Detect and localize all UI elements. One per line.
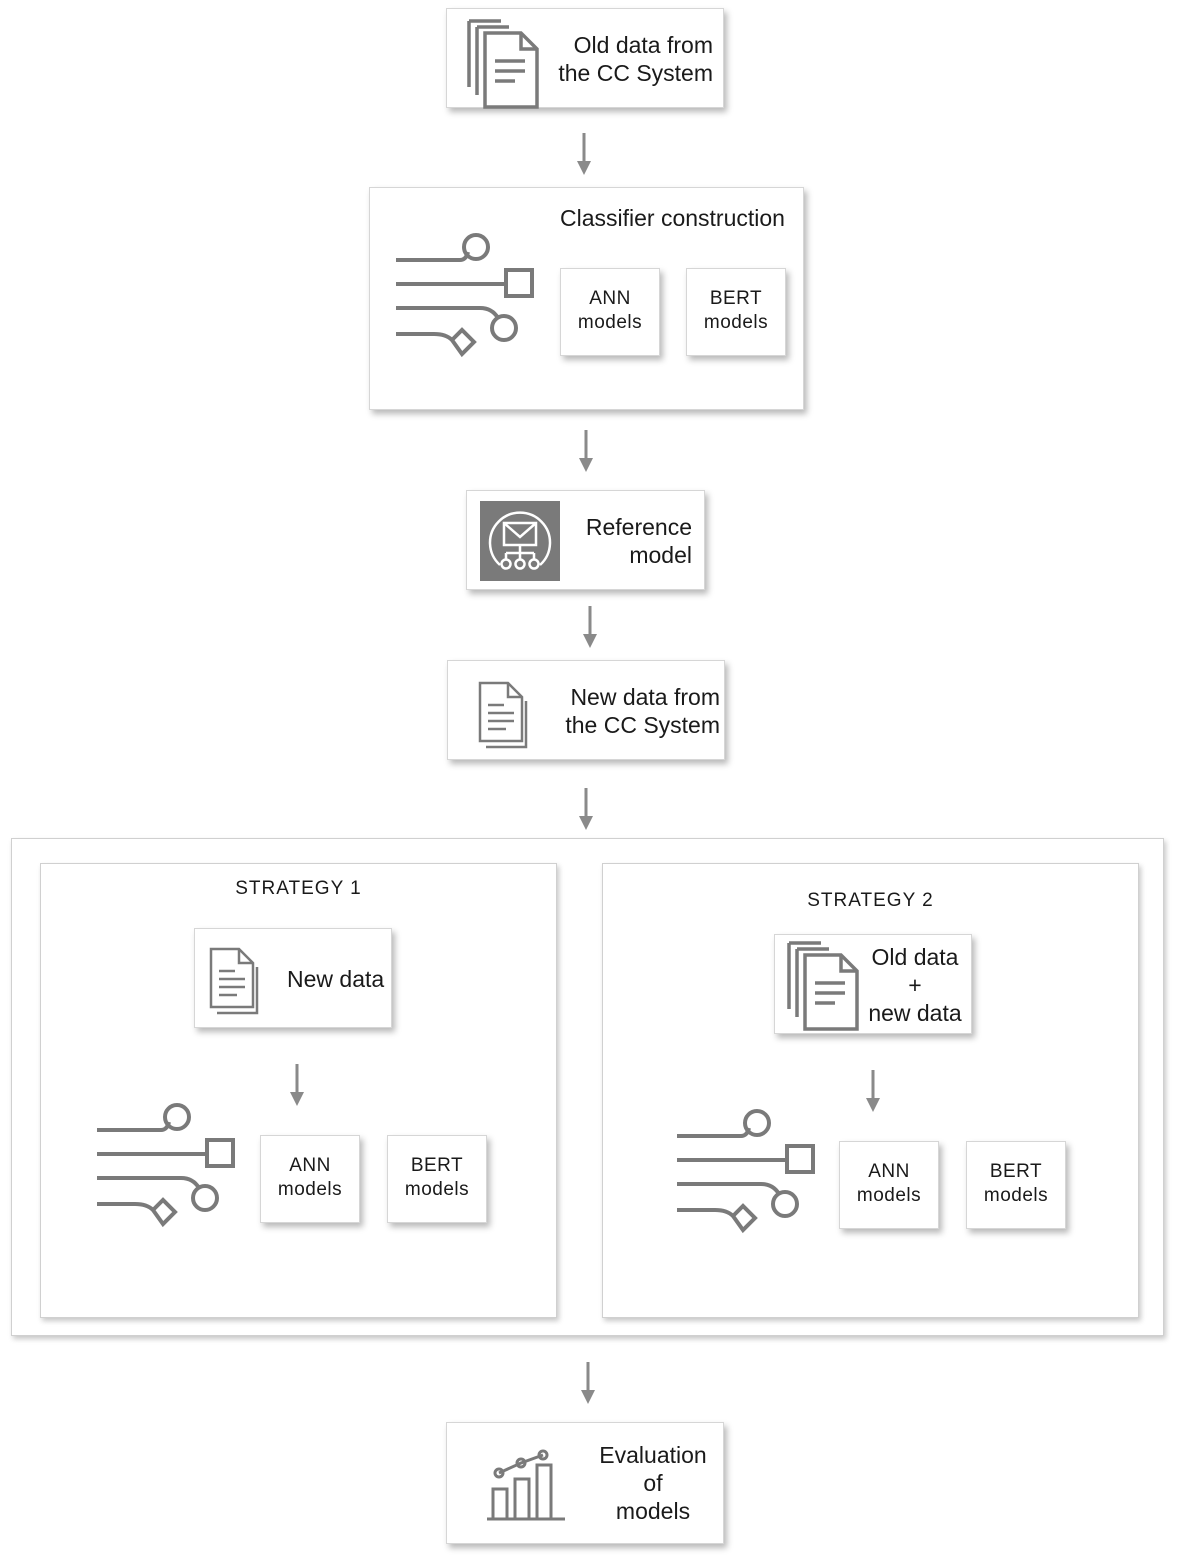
bert-sublabel: models [703,312,769,333]
strategies-container: STRATEGY 1 New data ANN [11,838,1164,1336]
evaluation-line3: models [615,1498,691,1524]
strategy-1-ann-box: ANN models [260,1135,360,1223]
bert-sublabel: models [983,1185,1049,1206]
arrow-4 [579,788,593,830]
strategy-1-panel: STRATEGY 1 New data ANN [40,863,557,1318]
stacked-documents-icon [787,941,859,1031]
strategy-2-ann-box: ANN models [839,1141,939,1229]
ann-label: ANN [289,1155,331,1176]
strategy-2-title: STRATEGY 2 [807,890,934,911]
strategy-1-arrow [290,1064,304,1106]
evaluation-line1: Evaluation [599,1442,707,1468]
new-data-line2: the CC System [565,712,720,738]
new-data-line1: New data from [570,684,720,710]
ann-sublabel: models [856,1185,922,1206]
reference-line1: Reference [585,514,692,540]
bert-label: BERT [709,288,763,309]
strategy-1-bert-box: BERT models [387,1135,487,1223]
ann-label: ANN [589,288,631,309]
documents-icon [478,681,528,749]
circuit-network-icon [396,233,534,358]
circuit-network-icon [677,1109,815,1234]
arrow-1 [577,133,591,175]
ann-label: ANN [868,1161,910,1182]
arrow-5 [581,1362,595,1404]
strategy-2-data-box: Old data + new data [774,934,972,1034]
bert-label: BERT [989,1161,1043,1182]
email-network-icon [480,501,560,581]
old-data-line2: the CC System [558,60,713,86]
evaluation-node: Evaluation of models [446,1422,724,1544]
arrow-2 [579,430,593,472]
classifier-title: Classifier construction [560,205,785,231]
old-data-line1: Old data from [573,32,713,58]
reference-line2: model [629,542,692,568]
bert-label: BERT [410,1155,464,1176]
strategy-2-data-line1: Old data [871,944,959,970]
classifier-construction-node: Classifier construction ANN models BERT … [369,187,804,410]
new-data-node: New data from the CC System [447,660,725,760]
stacked-documents-icon [467,19,539,109]
old-data-node: Old data from the CC System [446,8,724,109]
strategy-1-data-label: New data [287,966,385,992]
strategy-1-title: STRATEGY 1 [235,878,362,899]
ann-sublabel: models [577,312,643,333]
bert-sublabel: models [404,1179,470,1200]
ann-models-box: ANN models [560,268,660,356]
strategy-2-arrow [866,1070,880,1112]
arrow-3 [583,606,597,648]
reference-model-node: Reference model [466,490,705,590]
strategy-2-data-line2: + [908,972,922,998]
evaluation-line2: of [643,1470,663,1496]
strategy-2-bert-box: BERT models [966,1141,1066,1229]
bar-chart-icon [487,1449,565,1521]
ann-sublabel: models [277,1179,343,1200]
strategy-2-data-line3: new data [868,1000,962,1026]
strategy-1-data-box: New data [194,928,392,1028]
circuit-network-icon [97,1103,235,1228]
bert-models-box: BERT models [686,268,786,356]
strategy-2-panel: STRATEGY 2 Old data + new data [602,863,1139,1318]
documents-icon [209,947,259,1015]
